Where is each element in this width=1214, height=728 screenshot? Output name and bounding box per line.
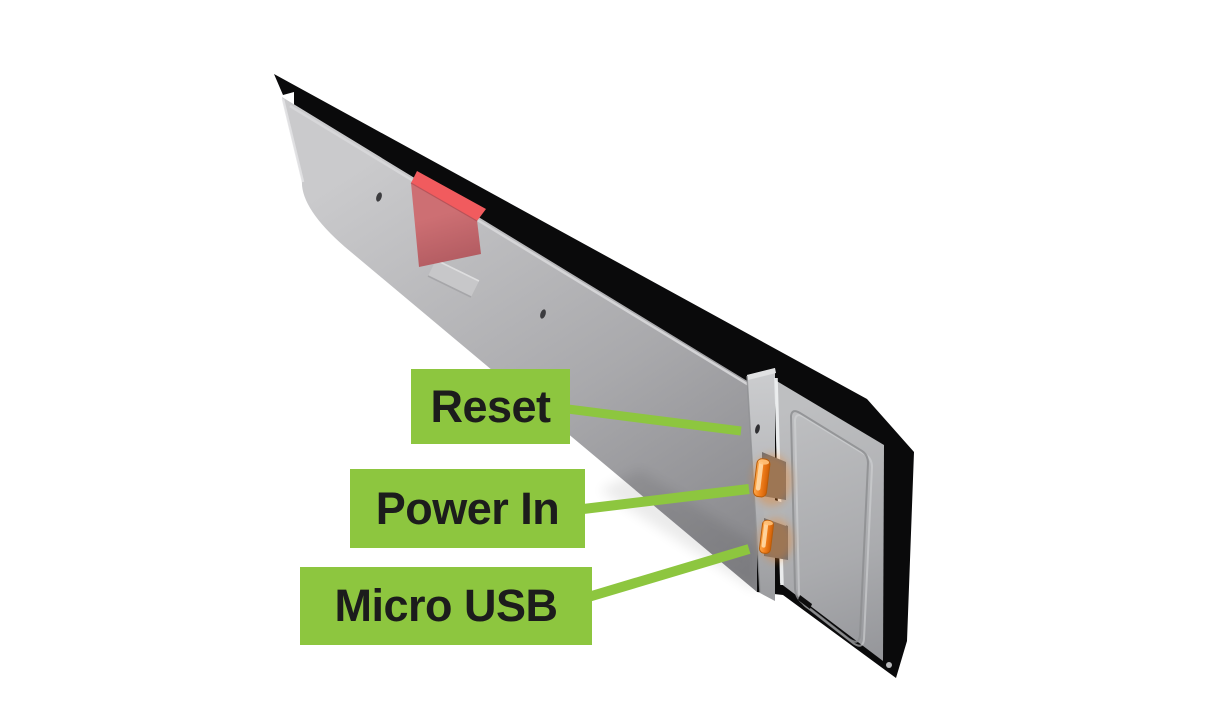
callout-label-micro-usb: Micro USB [300, 567, 592, 645]
micro-usb-connector [759, 519, 774, 554]
callout-label-reset: Reset [411, 369, 570, 444]
red-pull-tab [410, 171, 486, 267]
screw [886, 662, 892, 668]
callout-line-micro-usb [583, 544, 751, 603]
red-pull-tab-side [411, 183, 481, 267]
label-plate [427, 259, 480, 298]
screw [540, 309, 546, 319]
bottom-slot [798, 595, 812, 609]
reset-pinhole [755, 424, 760, 434]
display-right-end-panel [775, 380, 892, 668]
callout-label-power-in: Power In [350, 469, 585, 548]
device-back-panel [282, 97, 757, 592]
red-pull-tab-top [411, 171, 486, 221]
back-panel-left-highlight [281, 98, 305, 183]
callout-line-reset [559, 403, 742, 436]
back-panel-top-highlight [289, 104, 758, 392]
power-connector [752, 458, 771, 498]
callout-line-power-in [574, 484, 750, 515]
screw [376, 192, 382, 202]
